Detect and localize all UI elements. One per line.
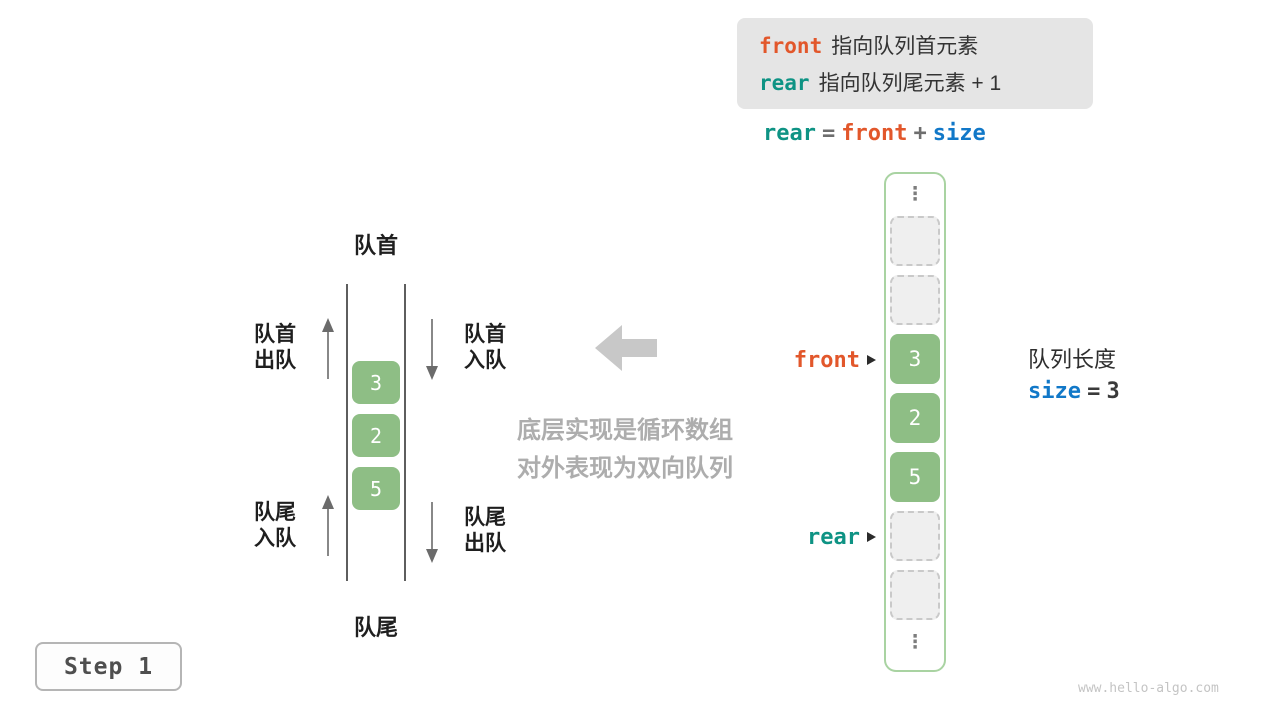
pointer-arrow-icon [867, 355, 876, 365]
note-line1: 底层实现是循环数组 [517, 417, 733, 444]
head-dequeue-line2: 出队 [254, 349, 296, 372]
array-rear-cell [890, 511, 940, 561]
size-code-label: size [1028, 379, 1081, 404]
size-value: 3 [1106, 379, 1120, 404]
deque-value-cell: 3 [352, 361, 400, 404]
watermark: www.hello-algo.com [1078, 681, 1219, 696]
queue-length-label: 队列长度 [1028, 347, 1117, 372]
front-pointer-label: front [793, 347, 860, 373]
tail-enqueue-line2: 入队 [254, 527, 296, 550]
pointer-arrow-icon [867, 532, 876, 542]
legend-rear-line: rear 指向队列尾元素 + 1 [759, 67, 1071, 97]
step-badge: Step 1 [35, 642, 182, 691]
array-empty-cell [890, 275, 940, 325]
rear-pointer-label: rear [807, 524, 860, 550]
tail-dequeue-down-arrow-icon [426, 502, 438, 563]
tail-enqueue-line1: 队尾 [254, 501, 296, 524]
front-pointer: front [768, 344, 876, 376]
array-front-cell: 3 [890, 334, 940, 384]
head-enqueue-line1: 队首 [464, 323, 506, 346]
head-enqueue-down-arrow-icon [426, 319, 438, 380]
formula-equals: = [821, 121, 836, 146]
array-ellipsis-top: ⋮ [905, 184, 925, 205]
head-dequeue-line1: 队首 [254, 323, 296, 346]
rear-formula: rear=front+size [763, 120, 992, 146]
array-value-cell: 5 [890, 452, 940, 502]
array-empty-cell [890, 570, 940, 620]
deque-tail-label: 队尾 [353, 615, 398, 640]
rear-code-label: rear [759, 70, 810, 95]
front-code-label: front [759, 34, 823, 59]
note-line2: 对外表现为双向队列 [517, 455, 733, 482]
front-desc-text: 指向队列首元素 [831, 35, 979, 59]
formula-plus: + [913, 121, 927, 146]
legend-front-line: front 指向队列首元素 [759, 30, 1071, 60]
tail-enqueue-label: 队尾 入队 [243, 500, 307, 552]
tail-dequeue-line2: 出队 [464, 532, 506, 555]
tail-dequeue-line1: 队尾 [464, 506, 506, 529]
legend-box: front 指向队列首元素 rear 指向队列尾元素 + 1 [737, 18, 1093, 109]
deque-head-label: 队首 [353, 233, 398, 258]
queue-length-formula: size = 3 [1028, 378, 1120, 404]
deque-rail-right [404, 284, 406, 581]
formula-front: front [841, 121, 908, 146]
big-left-arrow-icon [595, 325, 657, 371]
circular-array: ⋮ 3 2 5 ⋮ [884, 172, 946, 672]
formula-size: size [932, 121, 986, 146]
implementation-note: 底层实现是循环数组 对外表现为双向队列 [475, 412, 775, 488]
head-enqueue-label: 队首 入队 [453, 322, 517, 374]
array-ellipsis-bottom: ⋮ [905, 632, 925, 653]
size-equals: = [1087, 379, 1101, 404]
rear-pointer: rear [768, 521, 876, 553]
deque-value-cell: 5 [352, 467, 400, 510]
array-empty-cell [890, 216, 940, 266]
rear-desc-text: 指向队列尾元素 + 1 [818, 71, 1002, 95]
head-dequeue-up-arrow-icon [322, 318, 334, 379]
tail-dequeue-label: 队尾 出队 [453, 505, 517, 557]
array-value-cell: 2 [890, 393, 940, 443]
formula-rear: rear [763, 121, 816, 146]
tail-enqueue-up-arrow-icon [322, 495, 334, 556]
head-enqueue-line2: 入队 [464, 349, 506, 372]
head-dequeue-label: 队首 出队 [243, 322, 307, 374]
deque-rail-left [346, 284, 348, 581]
deque-value-cell: 2 [352, 414, 400, 457]
